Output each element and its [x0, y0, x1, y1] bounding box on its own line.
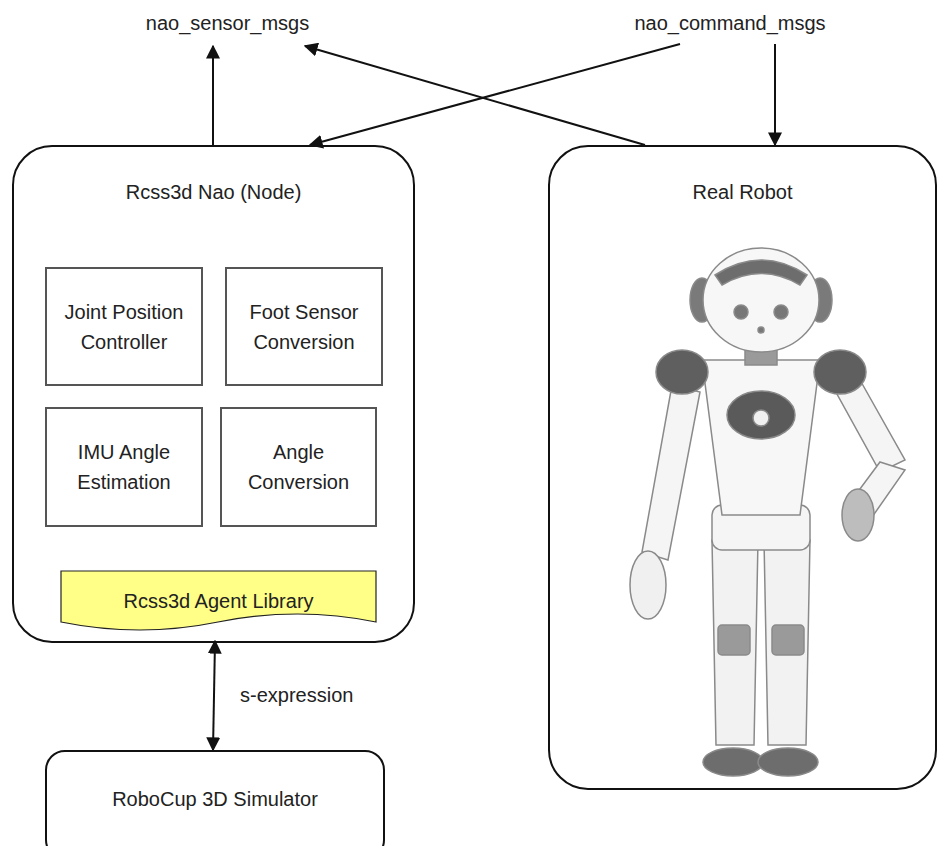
- node-label: RoboCup 3D Simulator: [112, 784, 318, 814]
- connector-arrow: [305, 46, 645, 145]
- node-label: nao_command_msgs: [634, 8, 825, 38]
- edge-label: s-expression: [237, 682, 356, 708]
- connector-arrow: [774, 44, 776, 145]
- module-box: Joint Position Controller: [45, 267, 203, 386]
- node-label: IMU Angle Estimation: [55, 437, 193, 497]
- connector-arrow: [310, 44, 680, 145]
- topic-label: nao_command_msgs: [620, 8, 840, 38]
- connector-arrow: [213, 641, 215, 750]
- node-label: Real Robot: [692, 177, 792, 207]
- module-box: Foot Sensor Conversion: [225, 267, 383, 386]
- node-box: Rcss3d Nao (Node) Joint Position Controll…: [12, 145, 415, 643]
- module-box: IMU Angle Estimation: [45, 407, 203, 527]
- topic-label: nao_sensor_msgs: [115, 8, 340, 38]
- node-label: Rcss3d Nao (Node): [126, 177, 302, 207]
- node-label: Angle Conversion: [230, 437, 367, 497]
- node-label: Joint Position Controller: [55, 297, 193, 357]
- library-banner: Rcss3d Agent Library: [60, 570, 377, 637]
- connector-arrow: [212, 46, 214, 145]
- node-label: Rcss3d Agent Library: [123, 586, 313, 616]
- robot-box: Real Robot: [548, 145, 937, 790]
- node-label: nao_sensor_msgs: [146, 8, 309, 38]
- module-box: Angle Conversion: [220, 407, 377, 527]
- node-label: Foot Sensor Conversion: [235, 297, 373, 357]
- simulator-box: RoboCup 3D Simulator: [45, 750, 385, 846]
